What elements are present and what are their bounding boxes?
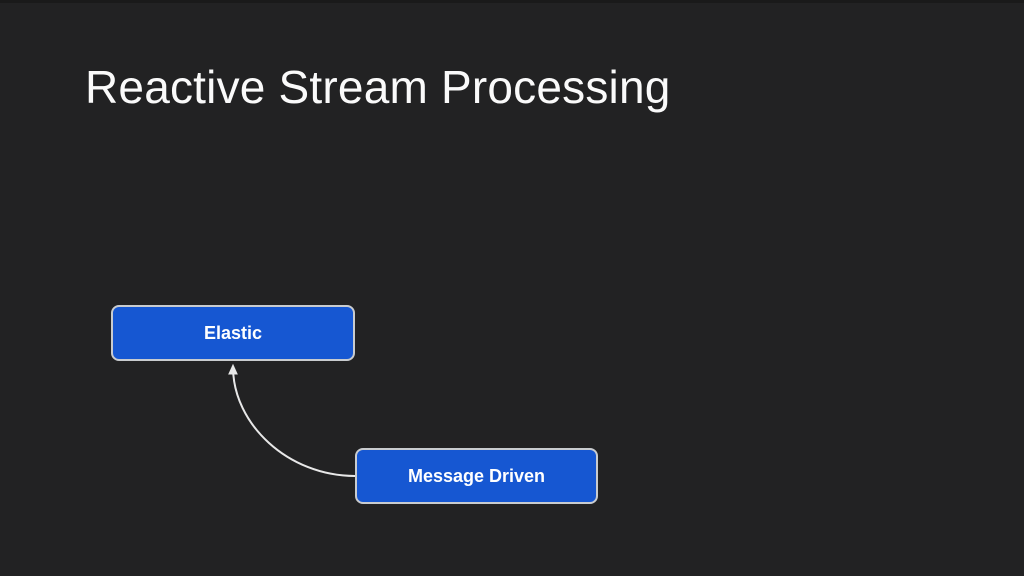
node-elastic: Elastic bbox=[111, 305, 355, 361]
slide-top-strip bbox=[0, 0, 1024, 3]
edge-message-driven-to-elastic bbox=[228, 363, 356, 477]
slide-title: Reactive Stream Processing bbox=[85, 61, 671, 113]
node-message-driven: Message Driven bbox=[355, 448, 598, 504]
